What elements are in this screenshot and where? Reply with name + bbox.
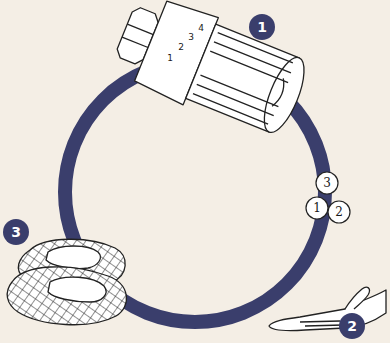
callout-number: 3 [11, 225, 21, 239]
coin [328, 201, 350, 223]
thermostat-valve [107, 0, 315, 144]
slippers [7, 239, 126, 324]
coin-number: 3 [323, 177, 331, 189]
step-badge: 2 [339, 313, 365, 339]
coin [316, 172, 338, 194]
dial-number: 3 [188, 33, 194, 42]
open-hand [269, 287, 386, 330]
dial-number: 4 [198, 24, 204, 33]
coin-number: 1 [313, 202, 321, 214]
dial-number: 2 [178, 43, 184, 52]
coin-number: 2 [335, 206, 343, 218]
callout-number: 2 [347, 319, 357, 333]
step-badge: 1 [249, 14, 275, 40]
step-badge: 3 [3, 219, 29, 245]
callout-number: 1 [257, 20, 267, 34]
coin [306, 197, 328, 219]
dial-number: 1 [167, 54, 173, 63]
